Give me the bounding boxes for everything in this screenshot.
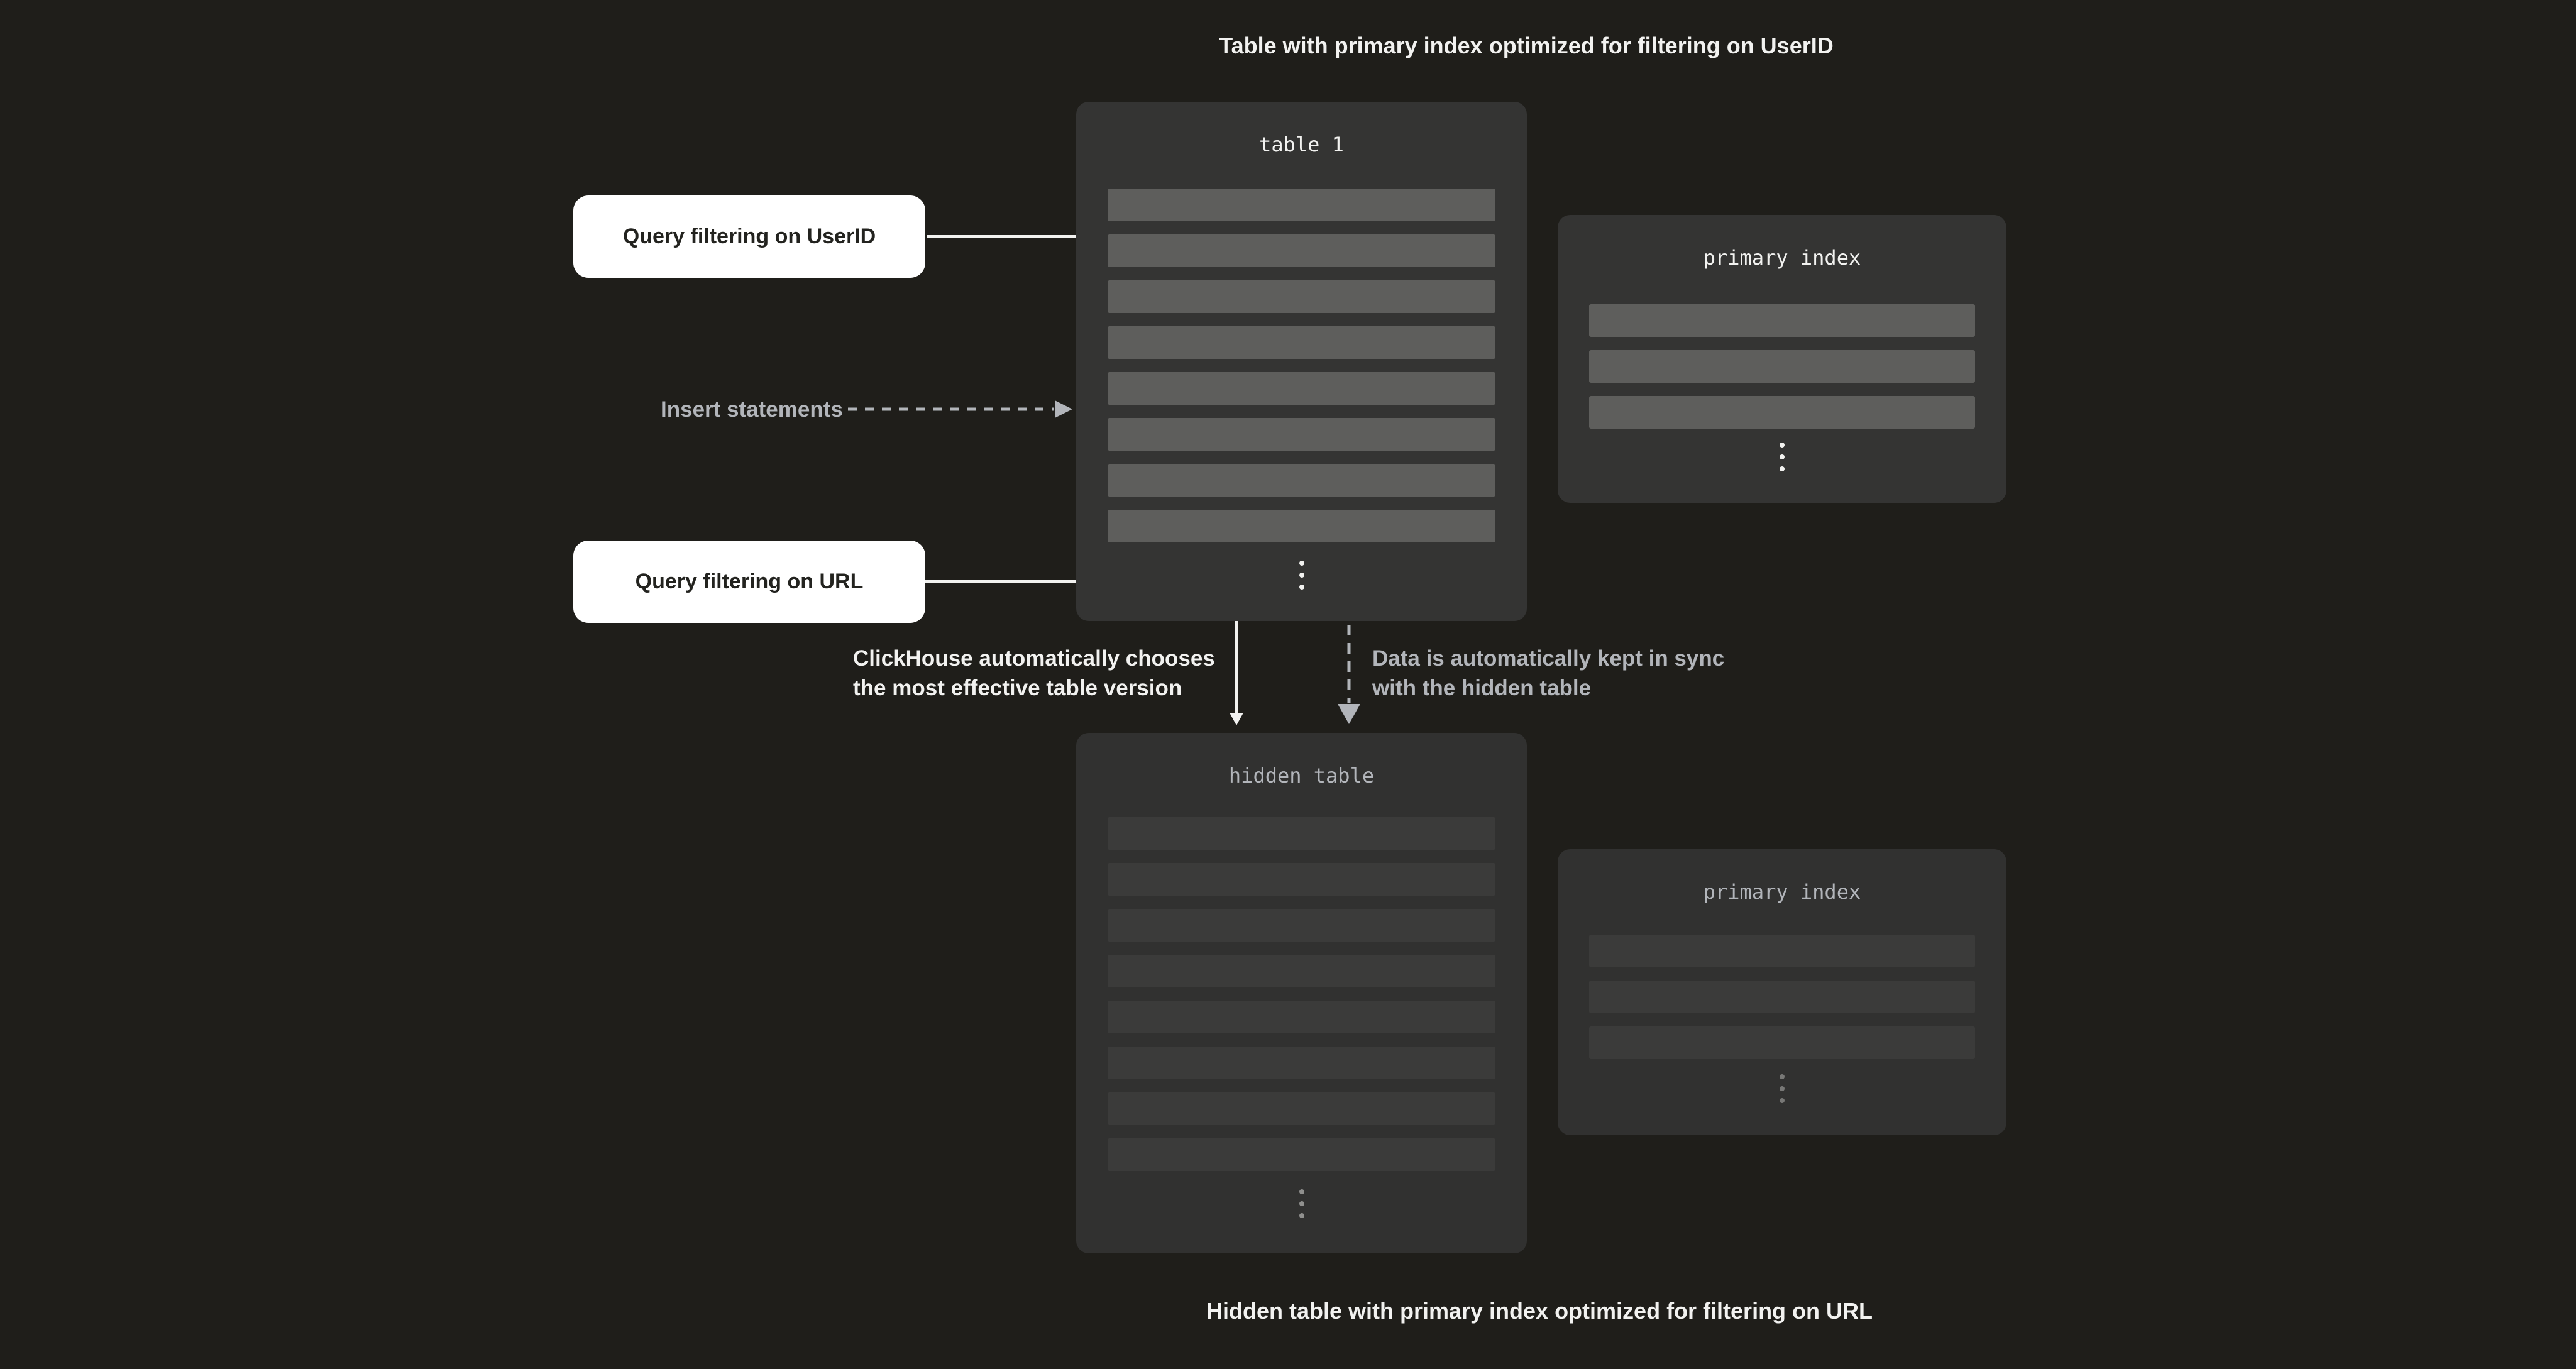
sync-note-line2: with the hidden table xyxy=(1372,676,1592,700)
table-row xyxy=(1108,1001,1495,1033)
table-row xyxy=(1108,234,1495,267)
table-row xyxy=(1589,935,1975,967)
top-caption: Table with primary index optimized for f… xyxy=(1219,33,1834,58)
primary-index-top-rows xyxy=(1589,304,1975,442)
primary-index-top-panel: primary index xyxy=(1558,215,2006,503)
primary-index-top-header: primary index xyxy=(1703,246,1861,270)
bottom-caption: Hidden table with primary index optimize… xyxy=(1206,1298,1873,1324)
table-row xyxy=(1108,909,1495,942)
table-row xyxy=(1589,396,1975,429)
primary-index-bottom-header: primary index xyxy=(1703,880,1861,904)
table-row xyxy=(1108,326,1495,359)
primary-index-bottom-rows xyxy=(1589,935,1975,1072)
vertical-ellipsis-icon xyxy=(1558,1074,2006,1103)
choose-version-note: ClickHouse automatically chooses the mos… xyxy=(853,644,1215,703)
insert-statements-arrow xyxy=(848,400,1072,418)
table1-header: table 1 xyxy=(1259,133,1344,157)
table-row xyxy=(1589,981,1975,1013)
hidden-table-rows xyxy=(1108,817,1495,1184)
table-row xyxy=(1589,1026,1975,1059)
hidden-table-panel: hidden table xyxy=(1076,733,1527,1253)
table-row xyxy=(1108,189,1495,221)
table-row xyxy=(1108,464,1495,497)
table-row xyxy=(1589,350,1975,383)
table-row xyxy=(1108,955,1495,987)
table1-rows xyxy=(1108,189,1495,556)
query-url-label: Query filtering on URL xyxy=(573,541,925,623)
insert-statements-label: Insert statements xyxy=(661,397,843,422)
vertical-ellipsis-icon xyxy=(1558,443,2006,471)
table-row xyxy=(1108,280,1495,313)
primary-index-bottom-panel: primary index xyxy=(1558,849,2006,1135)
table-row xyxy=(1108,510,1495,542)
sync-note-line1: Data is automatically kept in sync xyxy=(1372,646,1725,671)
table-row xyxy=(1108,863,1495,896)
table-row xyxy=(1108,817,1495,850)
table-row xyxy=(1108,418,1495,451)
hidden-table-header: hidden table xyxy=(1228,764,1375,788)
table1-panel: table 1 xyxy=(1076,102,1527,621)
table-row xyxy=(1108,1092,1495,1125)
query-userid-label: Query filtering on UserID xyxy=(573,195,925,278)
table-row xyxy=(1589,304,1975,337)
sync-note: Data is automatically kept in sync with … xyxy=(1372,644,1724,703)
query-userid-arrow xyxy=(927,228,1096,245)
choose-version-note-line2: the most effective table version xyxy=(853,676,1182,700)
vertical-ellipsis-icon xyxy=(1076,1189,1527,1218)
table-row xyxy=(1108,1138,1495,1171)
vertical-ellipsis-icon xyxy=(1076,561,1527,590)
choose-version-note-line1: ClickHouse automatically chooses xyxy=(853,646,1215,671)
sync-arrow xyxy=(1338,625,1360,724)
table-row xyxy=(1108,372,1495,405)
table-row xyxy=(1108,1047,1495,1079)
